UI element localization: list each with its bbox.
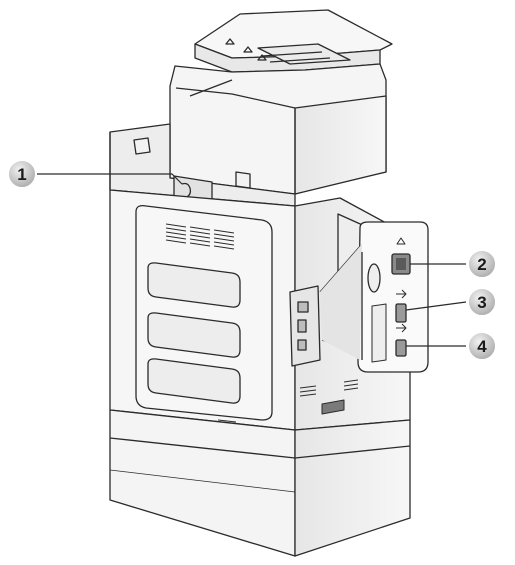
callout-4: 4 [467, 331, 497, 361]
leader-line-3 [405, 301, 467, 311]
callout-2: 2 [467, 249, 497, 279]
callout-4-label: 4 [477, 337, 487, 356]
callout-3: 3 [467, 287, 497, 317]
leader-line-1 [36, 173, 183, 185]
callout-3-label: 3 [477, 293, 486, 312]
callout-1-label: 1 [17, 165, 26, 184]
leader-lines [36, 173, 467, 347]
usb-icon [395, 323, 407, 357]
ports-inset [319, 221, 429, 373]
usb-icon [395, 289, 407, 323]
callout-1: 1 [7, 159, 37, 189]
rear-vent-top [165, 223, 235, 250]
callout-2-label: 2 [477, 255, 486, 274]
